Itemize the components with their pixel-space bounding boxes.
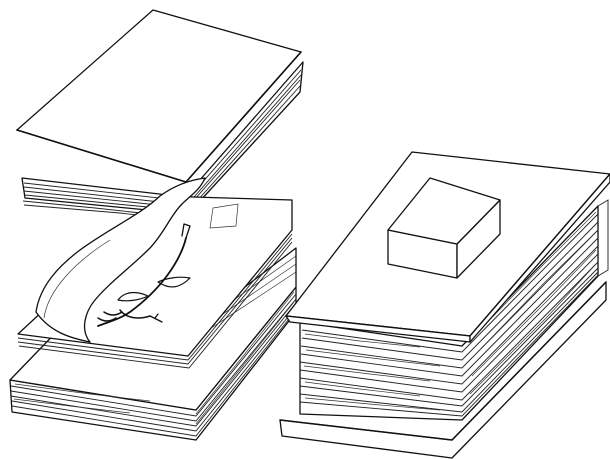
right-press bbox=[280, 152, 610, 458]
left-press bbox=[10, 10, 303, 440]
left-top-board bbox=[17, 10, 301, 182]
